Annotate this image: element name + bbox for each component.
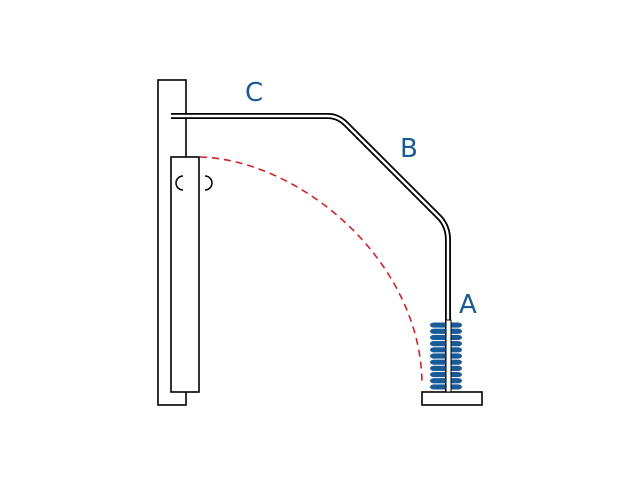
label-b: B (400, 134, 418, 164)
label-a: A (459, 290, 477, 320)
bent-rod-inner (171, 114, 450, 392)
door-panel (170, 156, 200, 393)
swing-arc (199, 156, 423, 383)
spring-rod (445, 319, 452, 393)
base-plate (421, 391, 483, 406)
coil-spring-icon (430, 319, 462, 393)
hinge-icon (175, 175, 213, 191)
label-c: C (245, 78, 263, 108)
